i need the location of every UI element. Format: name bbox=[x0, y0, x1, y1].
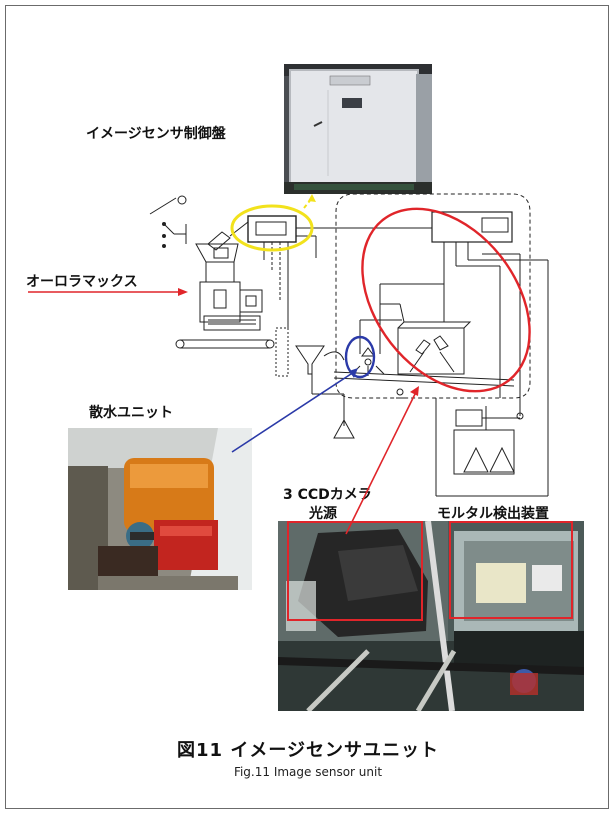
figure-caption-ja: 図11 イメージセンサユニット bbox=[177, 740, 439, 761]
mortar-detector-label: モルタル検出装置 bbox=[437, 506, 549, 522]
camera-label: 3 CCDカメラ bbox=[283, 487, 372, 503]
sprinkler-label: 散水ユニット bbox=[89, 405, 173, 421]
figure-frame bbox=[5, 5, 609, 809]
figure-caption-en: Fig.11 Image sensor unit bbox=[233, 765, 383, 779]
auroramax-label: オーロラマックス bbox=[26, 274, 138, 290]
light-source-label: 光源 bbox=[309, 506, 337, 522]
camera-detector-photo bbox=[278, 521, 584, 711]
control-panel-photo bbox=[284, 64, 432, 194]
control-panel-label: イメージセンサ制御盤 bbox=[86, 126, 226, 142]
sprinkler-photo bbox=[68, 428, 252, 590]
